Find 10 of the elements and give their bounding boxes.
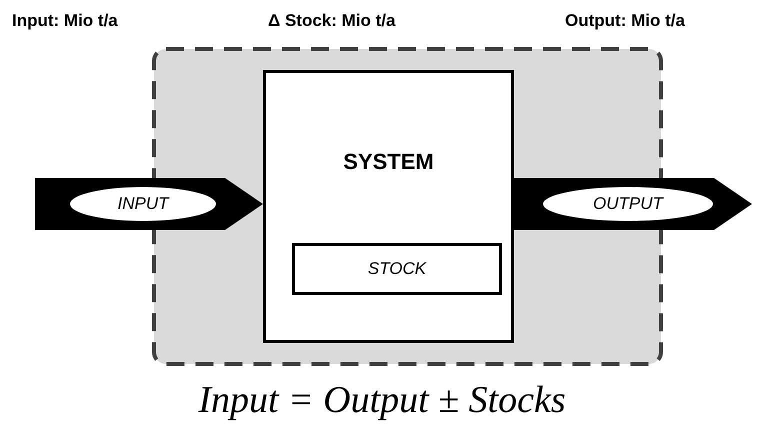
stock-box xyxy=(292,243,502,295)
flow-arrow xyxy=(35,178,263,230)
stock-label: STOCK xyxy=(368,258,426,280)
flow-unit-label: Input: Mio t/a xyxy=(12,10,118,32)
flow-arrow xyxy=(514,178,752,230)
flow-unit-label: Δ Stock: Mio t/a xyxy=(268,10,396,32)
flow-unit-label: Output: Mio t/a xyxy=(565,10,685,32)
system-title: SYSTEM xyxy=(342,148,435,176)
balance-equation: Input = Output ± Stocks xyxy=(197,378,567,423)
system-box xyxy=(263,70,514,343)
